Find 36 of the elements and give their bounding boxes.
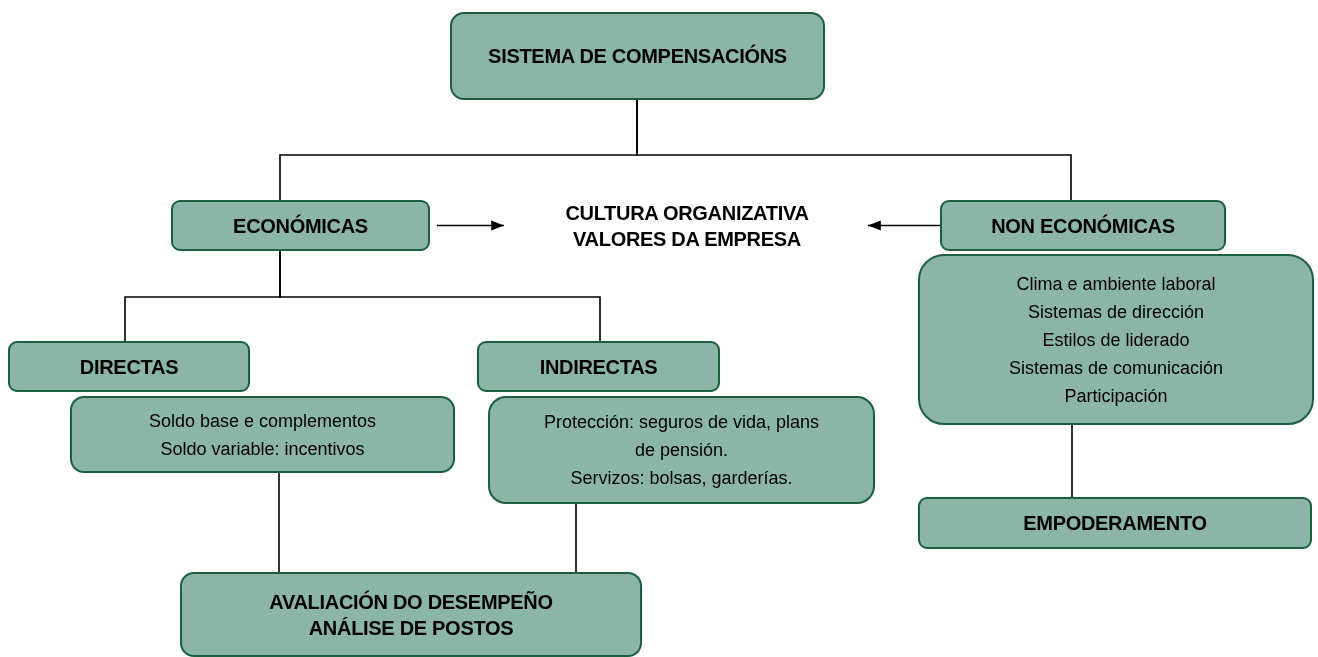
concept-text: CULTURA ORGANIZATIVA [565, 201, 809, 226]
node-text: NON ECONÓMICAS [991, 213, 1175, 239]
process-box [918, 497, 1312, 549]
node-text: ECONÓMICAS [233, 213, 368, 239]
connector-line [575, 503, 577, 573]
node-text: EMPODERAMENTO [1023, 511, 1207, 536]
connector-line [278, 472, 280, 573]
node-text: Soldo variable: incentivos [160, 437, 365, 461]
process-box [477, 341, 720, 392]
connector-line [636, 99, 1072, 201]
process-box [450, 12, 825, 100]
process-box [171, 200, 430, 251]
node-text: Clima e ambiente laboral [1016, 272, 1216, 296]
node-text: INDIRECTAS [539, 354, 658, 380]
node-text: Protección: seguros de vida, plans de pensión. [542, 411, 821, 462]
connector-line [279, 250, 601, 342]
node-text: SISTEMA DE COMPENSACIÓNS [488, 43, 787, 69]
process-box [918, 254, 1314, 425]
node-text: ANÁLISE DE POSTOS [308, 615, 514, 641]
node-text: Participación [1064, 384, 1168, 408]
process-box [488, 396, 875, 504]
node-text: Sistemas de comunicación [1008, 356, 1224, 380]
process-box [70, 396, 455, 473]
process-box [940, 200, 1226, 251]
concept-text: VALORES DA EMPRESA [573, 227, 801, 252]
node-text: Sistemas de dirección [1027, 300, 1205, 324]
node-text: Estilos de liderado [1042, 328, 1190, 352]
node-text: Soldo base e complementos [148, 409, 377, 433]
process-box [8, 341, 250, 392]
arrow [436, 220, 505, 231]
arrow [867, 220, 941, 231]
process-box [180, 572, 642, 657]
node-text: DIRECTAS [79, 354, 179, 380]
connector-line [1071, 424, 1073, 498]
node-text: Servizos: bolsas, garderías. [570, 467, 793, 490]
node-text: AVALIACIÓN DO DESEMPEÑO [269, 589, 553, 615]
